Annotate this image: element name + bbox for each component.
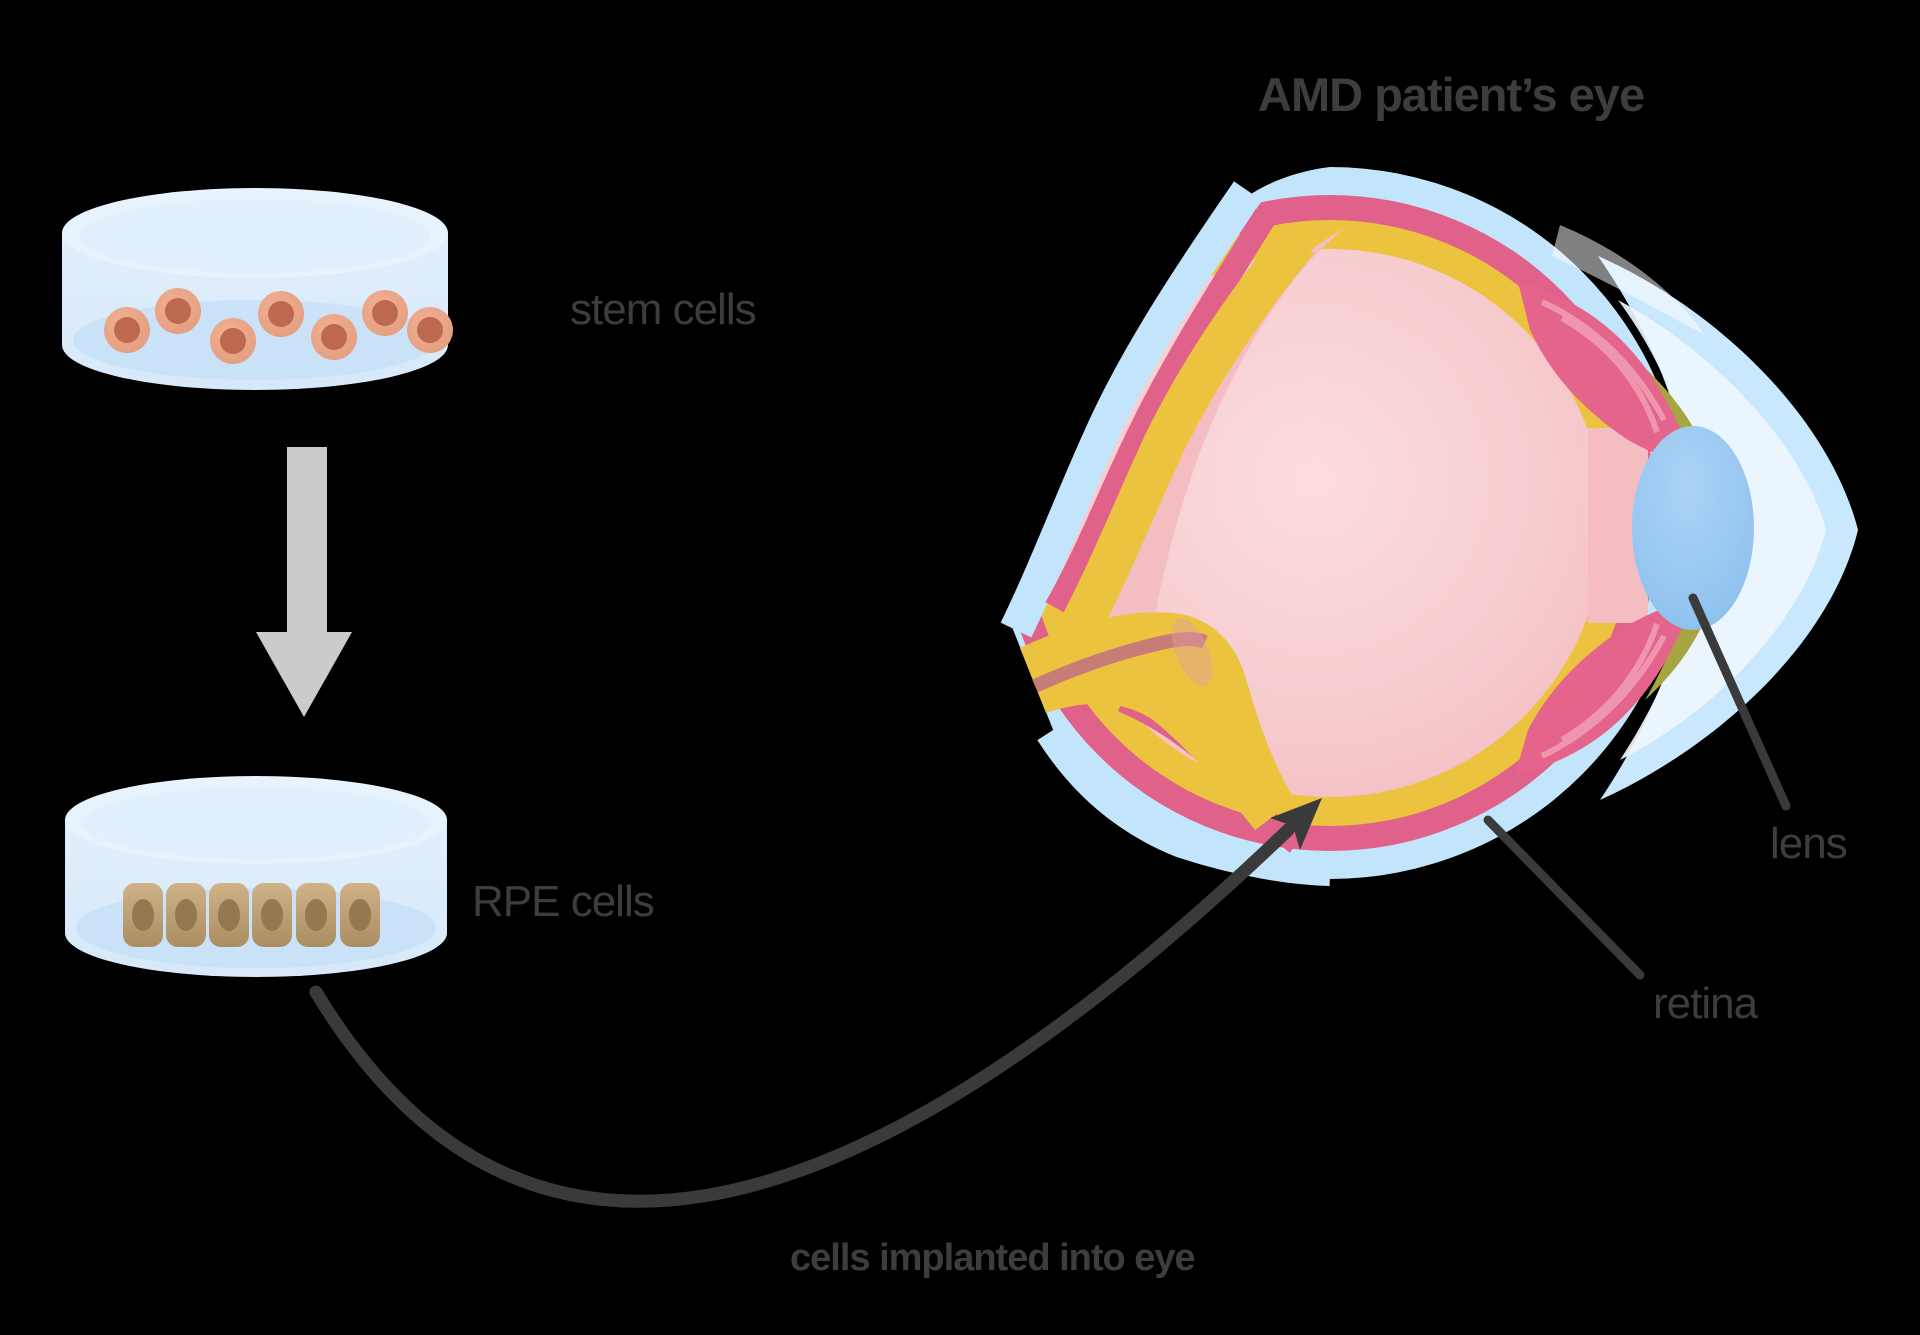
lens-label: lens [1770,819,1847,868]
ciliary-streak-1 [1540,299,1667,422]
stem-cell [258,291,304,337]
optic-disc [1171,618,1213,686]
rpe-cell [296,883,336,947]
ciliary-streak-2 [1560,315,1660,433]
stem-cell-nucleus [165,298,191,324]
optic-nerve [1000,181,1331,886]
rpe-cell [123,883,163,947]
cornea-glare [1552,225,1705,335]
rpe-cells-label: RPE cells [472,877,654,926]
stem-cell-nucleus [114,317,140,343]
retina-label-line [1483,815,1645,980]
dish-rim-inner [82,787,430,859]
stem-cell-nucleus [321,324,347,350]
rpe-cell-nucleus [175,899,197,931]
stem-cell [155,288,201,334]
stem-cell-nucleus [220,328,246,354]
implant-caption: cells implanted into eye [790,1237,1195,1279]
stem-cell [362,290,408,336]
rpe-cell [340,883,380,947]
rpe-cell-nucleus [218,899,240,931]
rpe-cell-nucleus [305,899,327,931]
rpe-cell [252,883,292,947]
eye-illustration [820,60,1858,1050]
stem-cell [407,307,453,353]
lens-label-line [1688,593,1791,811]
nerve-sheath-bottom [1037,723,1331,886]
stem-cells-label: stem cells [570,285,756,334]
ciliary-streak-4 [1560,623,1660,743]
stem-cell [210,318,256,364]
stem-cells-group [104,288,453,364]
nerve-artery-stripe [1032,632,1208,693]
retina-label: retina [1653,979,1759,1028]
implant-arrowhead [1270,798,1322,850]
dish-rim-inner [79,199,431,273]
rpe-cell [209,883,249,947]
implant-arrow [309,798,1322,1208]
stem-cell [104,307,150,353]
rpe-cell [166,883,206,947]
stem-cell-dish [62,188,453,390]
rpe-cell-nucleus [132,899,154,931]
rpe-cells-group [123,883,380,947]
funnel-retina-band [1051,226,1315,656]
rpe-cell-nucleus [261,899,283,931]
nerve-sheath-top [1000,181,1262,638]
stem-cell-nucleus [372,300,398,326]
page-title: AMD patient’s eye [1258,68,1644,121]
rpe-cell-nucleus [349,899,371,931]
silhouette-carve [820,60,1330,1050]
differentiation-arrow [256,447,352,717]
stem-cell [311,314,357,360]
ciliary-streak-3 [1540,634,1667,759]
stem-cell-nucleus [268,301,294,327]
rpe-cell-dish [65,776,447,977]
funnel-choroid-band [1045,208,1277,614]
stem-cell-nucleus [417,317,443,343]
vitreous-taper [1085,228,1345,632]
lens-shape [1632,426,1754,630]
implant-arrow-curve [309,823,1295,1208]
